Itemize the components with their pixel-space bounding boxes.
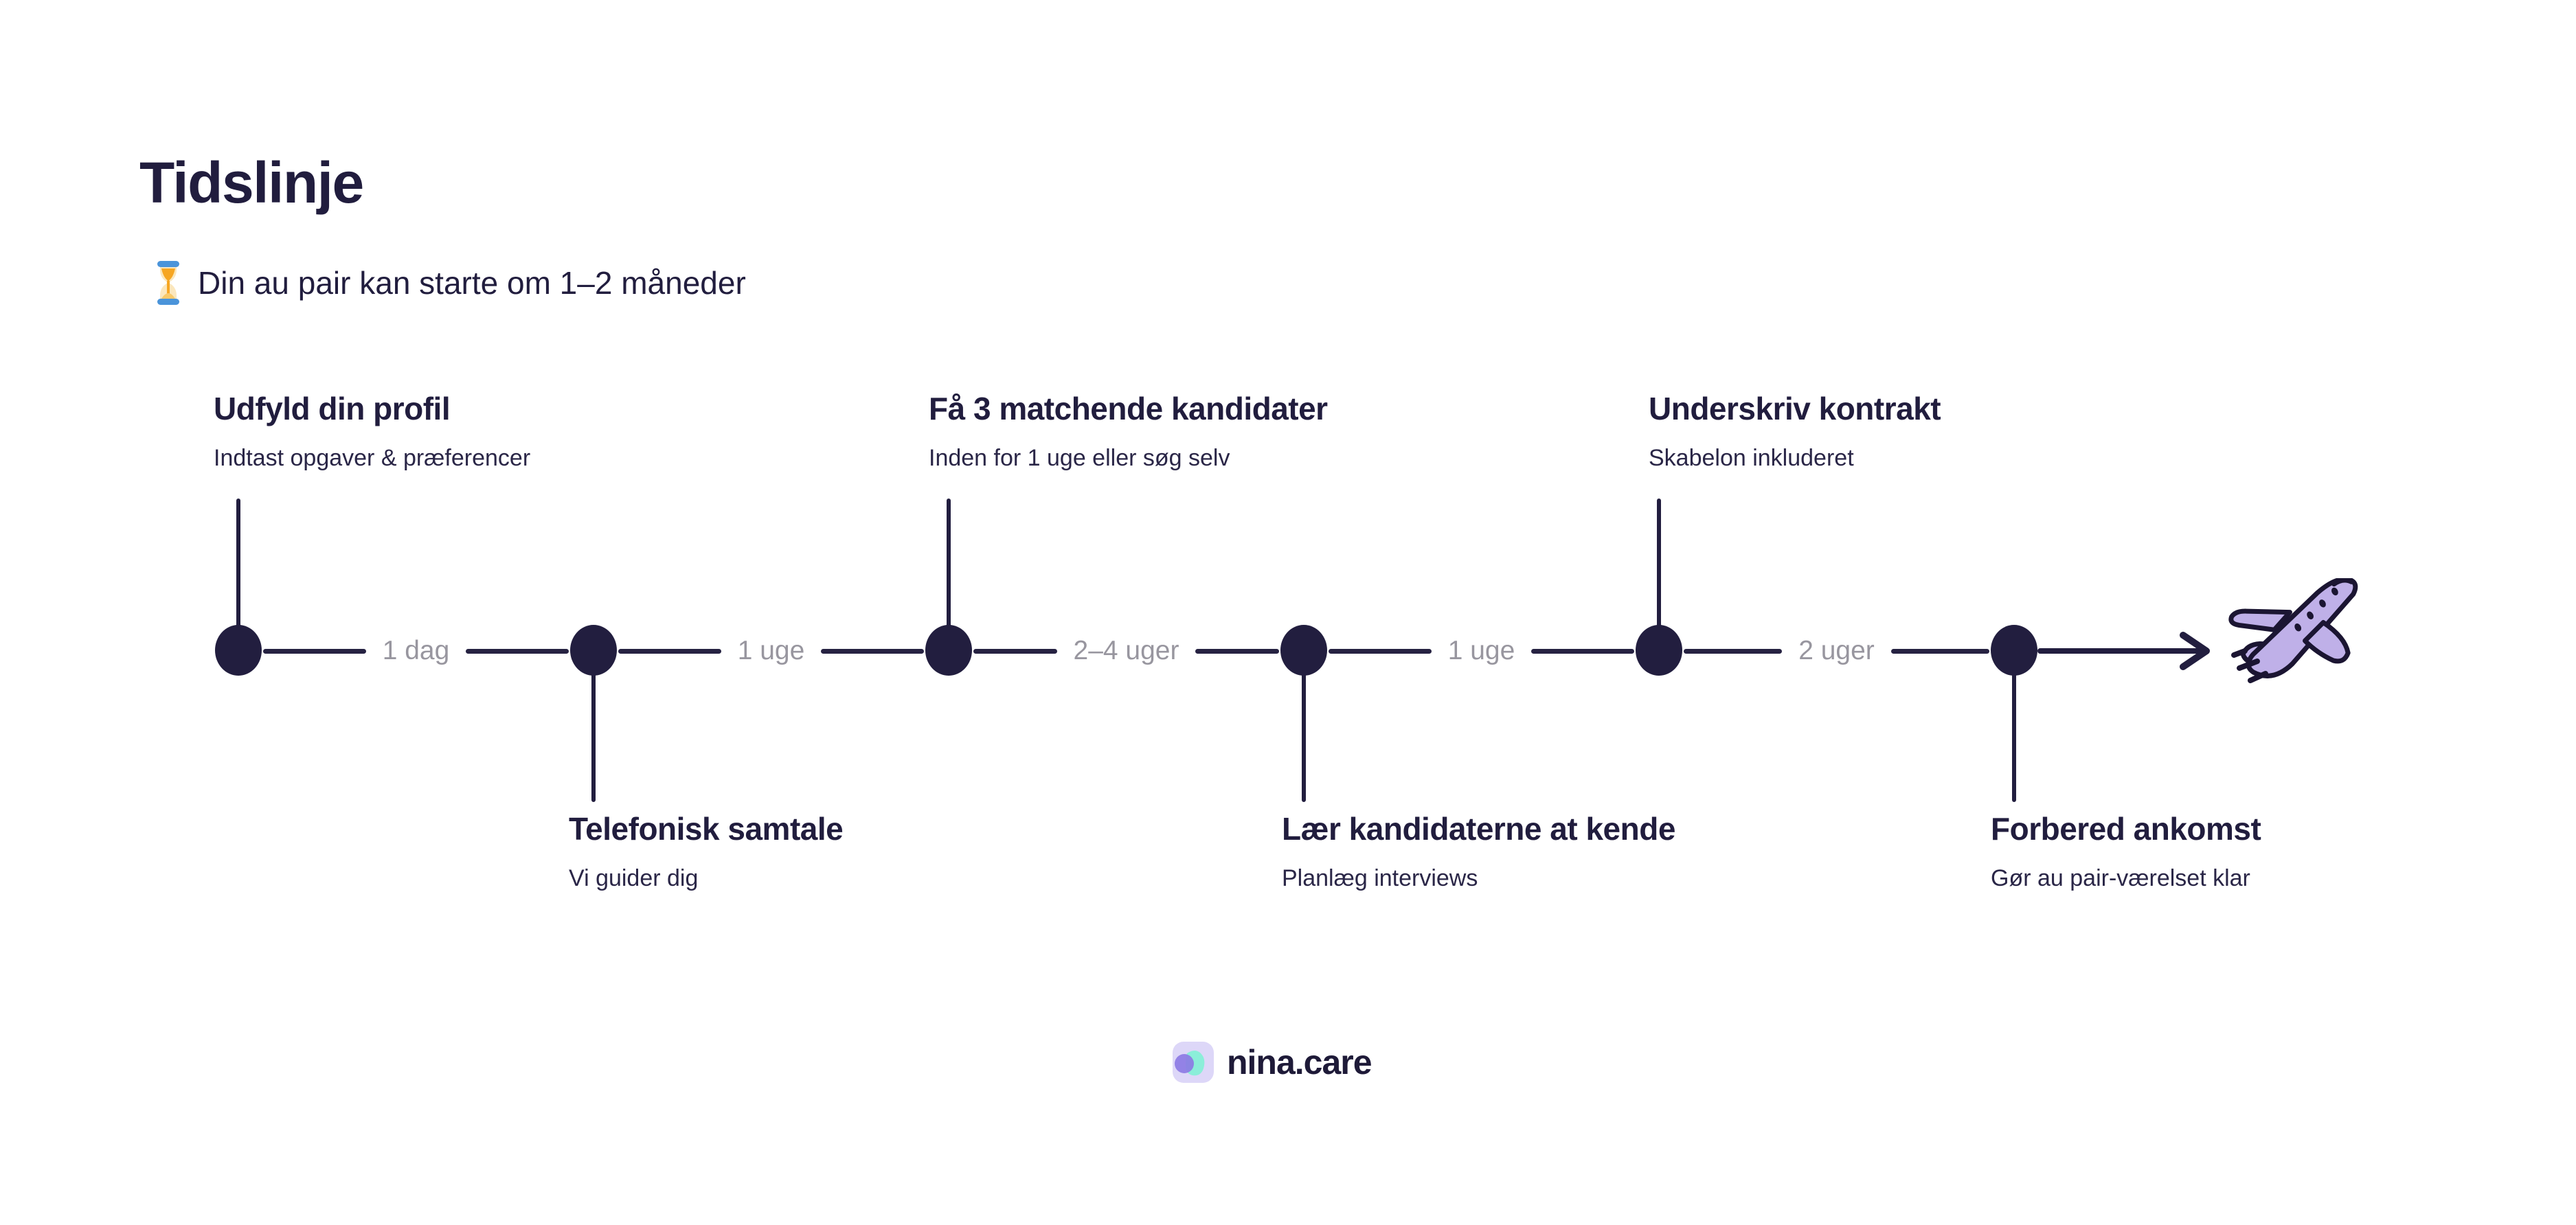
timeline-dot-4 (1280, 625, 1327, 676)
timeline-step-1: Udfyld din profil Indtast opgaver & præf… (214, 389, 530, 472)
step-subtitle: Indtast opgaver & præferencer (214, 445, 531, 471)
timeline-step-4: Lær kandidaterne at kende Planlæg interv… (1282, 809, 1675, 893)
connector-line (1302, 673, 1306, 802)
timeline-step-6: Forbered ankomst Gør au pair-værelset kl… (1991, 809, 2261, 893)
page-title: Tidslinje (139, 150, 364, 215)
duration-label: 2 uger (1798, 636, 1875, 665)
step-subtitle: Vi guider dig (569, 865, 699, 891)
timeline-segment: 1 uge (618, 630, 925, 672)
brand-logo: nina.care (1172, 1041, 1372, 1084)
duration-label: 2–4 uger (1073, 636, 1179, 665)
step-title: Få 3 matchende kandidater (929, 391, 1328, 426)
timeline-dot-5 (1636, 625, 1682, 676)
connector-line (2012, 673, 2016, 802)
step-title: Underskriv kontrakt (1649, 391, 1941, 426)
segment-line (1195, 648, 1279, 654)
page-subtitle: Din au pair kan starte om 1–2 måneder (155, 260, 746, 306)
duration-label: 1 dag (382, 636, 450, 665)
step-title: Telefonisk samtale (569, 811, 844, 847)
step-title: Forbered ankomst (1991, 811, 2261, 847)
page-subtitle-text: Din au pair kan starte om 1–2 måneder (198, 265, 746, 301)
step-subtitle: Inden for 1 uge eller søg selv (929, 445, 1230, 471)
timeline-segment: 2–4 uger (973, 630, 1279, 672)
connector-line (591, 673, 596, 802)
timeline-step-2: Telefonisk samtale Vi guider dig (569, 809, 844, 893)
airplane-icon (2228, 578, 2358, 683)
timeline-step-5: Underskriv kontrakt Skabelon inkluderet (1649, 389, 1941, 472)
connector-line (947, 499, 951, 628)
timeline-step-3: Få 3 matchende kandidater Inden for 1 ug… (929, 389, 1328, 472)
segment-line (263, 648, 366, 654)
timeline-dot-2 (570, 625, 617, 676)
segment-line (618, 648, 721, 654)
arrow-right-icon (2037, 632, 2210, 670)
timeline-dot-3 (925, 625, 972, 676)
hourglass-icon (157, 261, 179, 305)
connector-line (236, 499, 240, 628)
brand-logo-icon (1173, 1042, 1214, 1083)
connector-line (1657, 499, 1661, 628)
segment-line (821, 648, 925, 654)
segment-line (1329, 648, 1432, 654)
timeline-dot-1 (215, 625, 262, 676)
duration-label: 1 uge (1447, 636, 1515, 665)
step-subtitle: Gør au pair-værelset klar (1991, 865, 2250, 891)
brand-logo-text: nina.care (1227, 1043, 1372, 1081)
segment-line (1684, 648, 1783, 654)
segment-line (973, 648, 1057, 654)
step-title: Lær kandidaterne at kende (1282, 811, 1675, 847)
timeline-segment: 1 uge (1329, 630, 1635, 672)
segment-line (1890, 648, 1989, 654)
segment-line (466, 648, 569, 654)
step-subtitle: Skabelon inkluderet (1649, 445, 1854, 471)
duration-label: 1 uge (737, 636, 805, 665)
step-subtitle: Planlæg interviews (1282, 865, 1478, 891)
segment-line (1531, 648, 1635, 654)
timeline-segment: 1 dag (263, 630, 569, 672)
step-title: Udfyld din profil (214, 391, 451, 426)
timeline-dot-6 (1991, 625, 2037, 676)
timeline-segment: 2 uger (1684, 630, 1989, 672)
